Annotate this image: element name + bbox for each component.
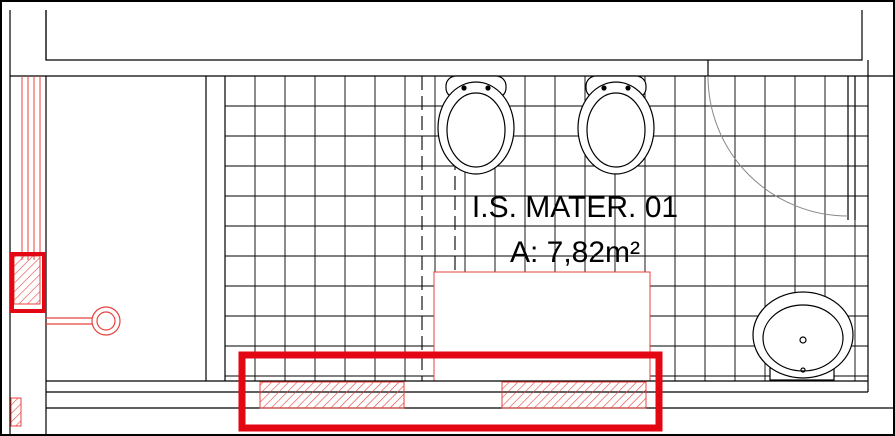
toilet-icon xyxy=(577,75,655,175)
room-area: A: 7,82m² xyxy=(510,236,640,269)
room-name: I.S. MATER. 01 xyxy=(472,191,678,224)
bottom-wall xyxy=(45,380,895,436)
toilet-icon xyxy=(437,75,515,175)
left-wall-opening-highlight xyxy=(10,252,46,313)
left-wall xyxy=(9,10,47,436)
right-wall xyxy=(847,76,869,392)
left-bottom-hatch xyxy=(10,397,22,427)
top-wall xyxy=(10,10,895,77)
hose-reel-icon xyxy=(46,306,121,336)
left-wall-red-lines xyxy=(21,76,41,260)
left-wall-hatch xyxy=(13,255,41,305)
bottom-wall-openings-highlight xyxy=(238,351,663,432)
washbasin-icon xyxy=(752,291,854,381)
bottom-hatch-left xyxy=(259,381,405,409)
counter xyxy=(433,271,651,382)
bottom-hatch-right xyxy=(501,381,647,409)
partition xyxy=(205,76,226,381)
door-swing-icon xyxy=(707,75,849,217)
